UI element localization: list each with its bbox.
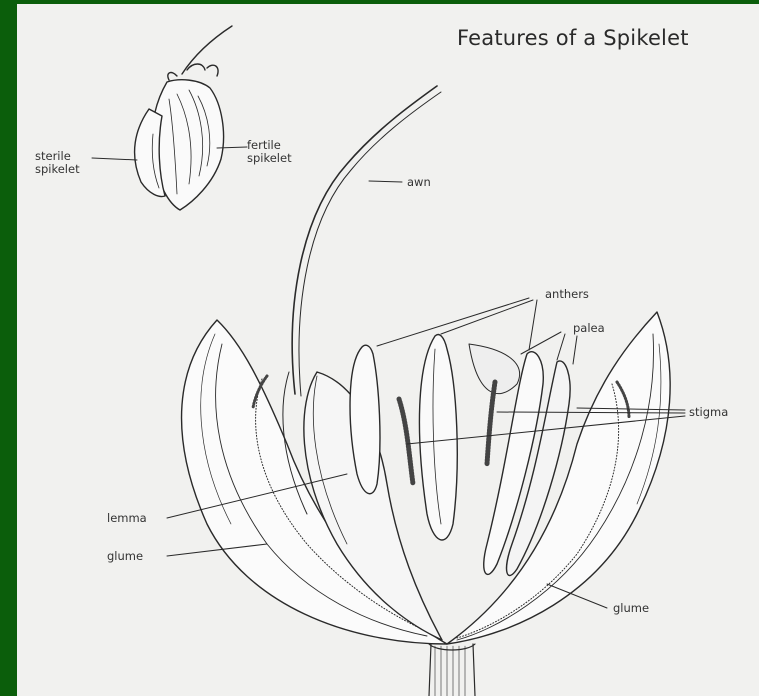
label-lemma: lemma (107, 512, 147, 525)
label-stigma: stigma (689, 406, 728, 419)
anther-center (419, 335, 457, 540)
label-glume-right: glume (613, 602, 649, 615)
label-glume-left: glume (107, 550, 143, 563)
label-palea: palea (573, 322, 605, 335)
label-sterile-spikelet: sterile spikelet (35, 150, 80, 176)
label-awn: awn (407, 176, 431, 189)
stigma-right (487, 382, 495, 464)
label-fertile-spikelet: fertile spikelet (247, 139, 292, 165)
diagram-paper: Features of a Spikelet sterile spikelet … (17, 4, 759, 696)
stigma-left (399, 399, 413, 484)
rachilla-stalk (429, 644, 475, 696)
spikelet-illustration (17, 4, 759, 696)
diagram-title: Features of a Spikelet (457, 26, 689, 50)
label-anthers: anthers (545, 288, 589, 301)
small-spikelet-drawing (135, 26, 232, 210)
